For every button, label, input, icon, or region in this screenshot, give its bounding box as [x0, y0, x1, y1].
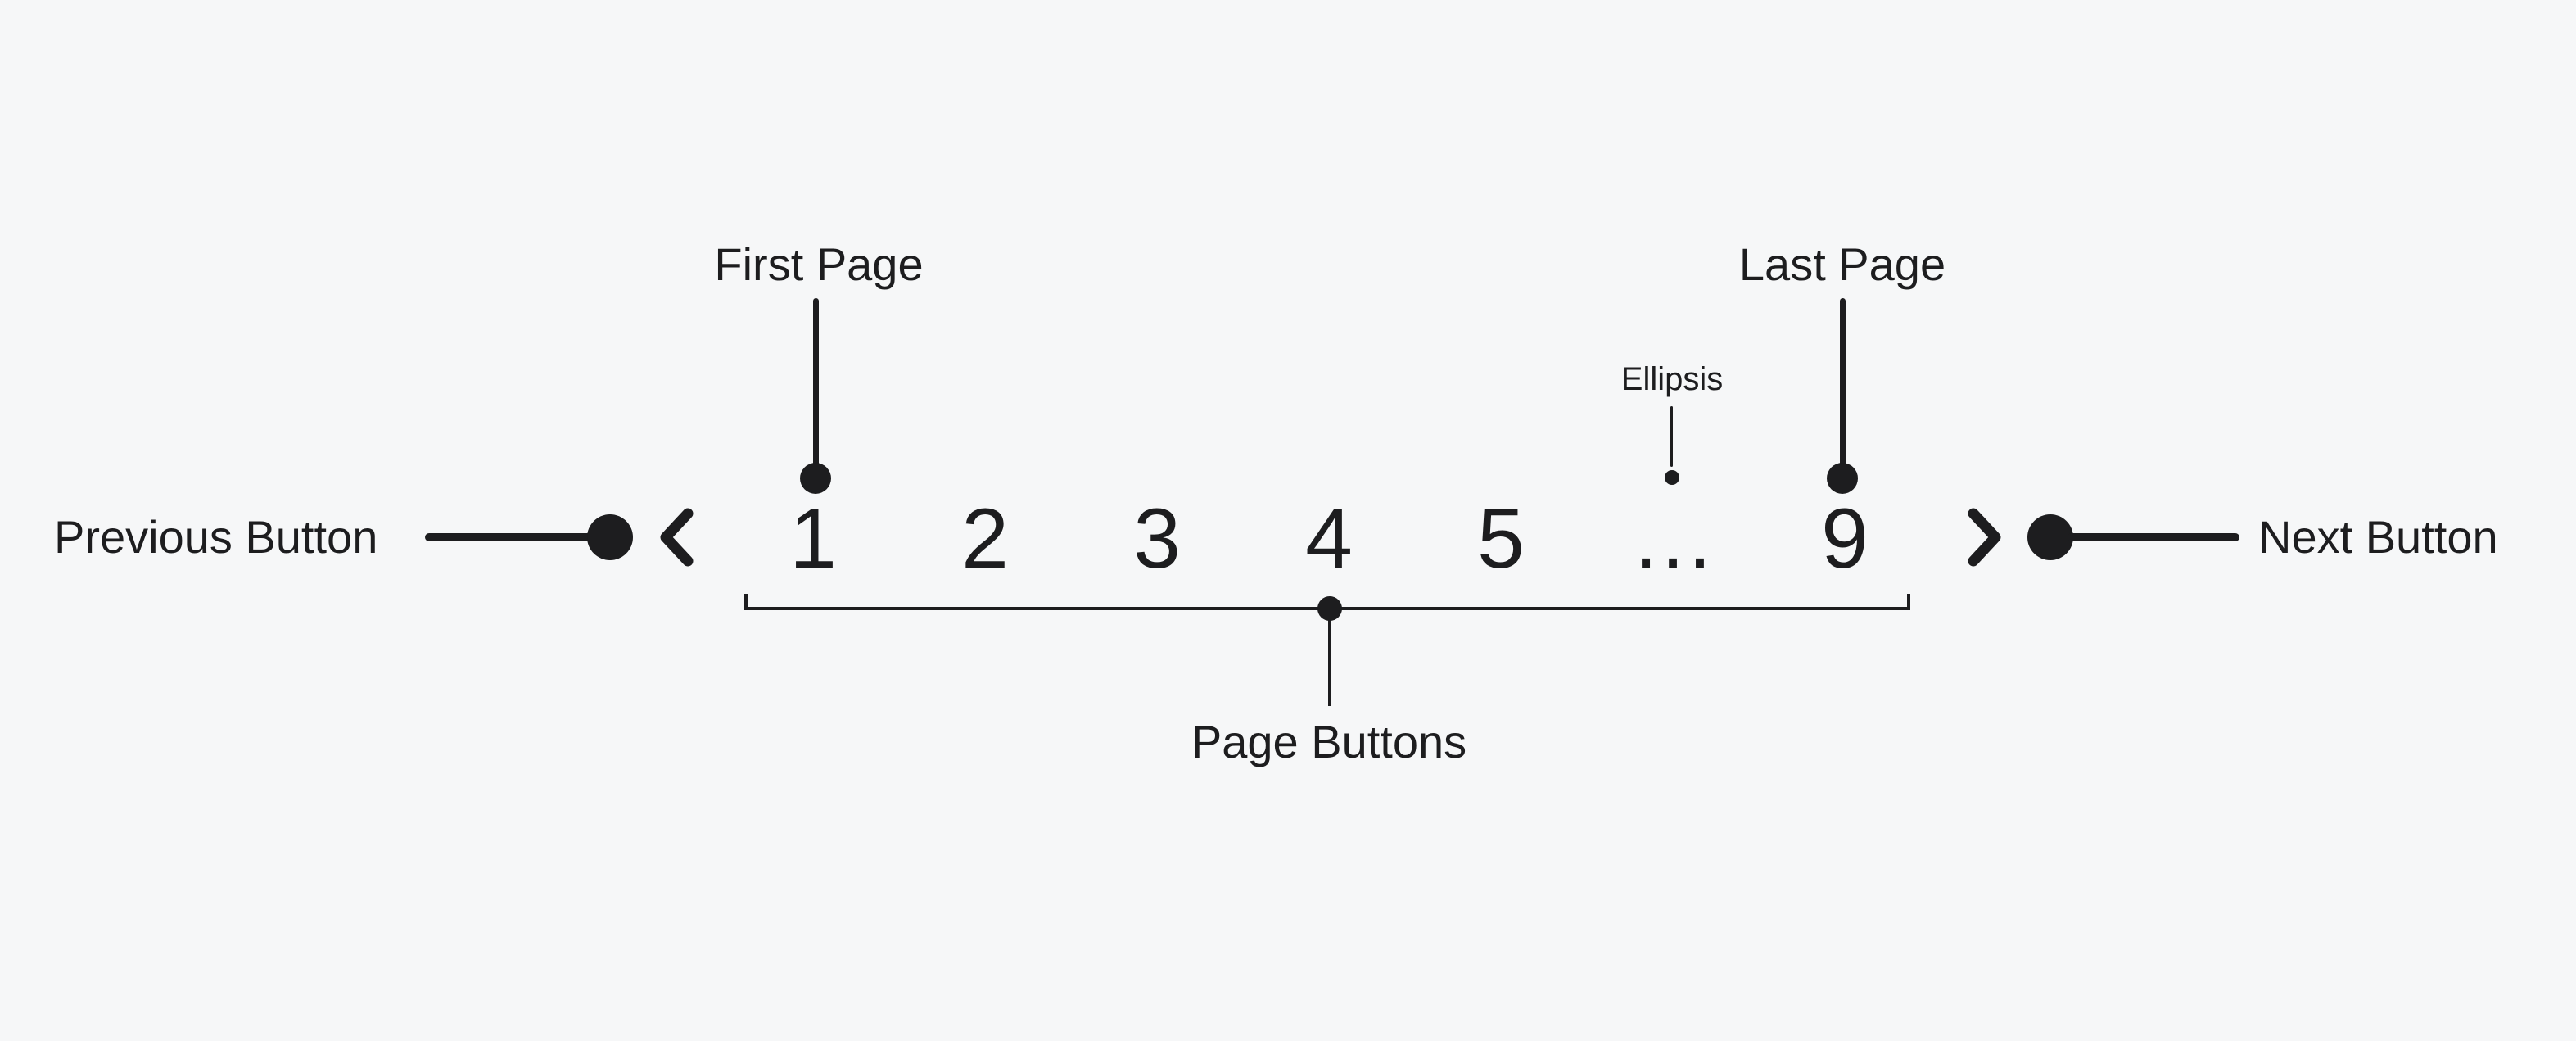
next-leader-dot [2027, 514, 2073, 560]
previous-button-annotation-label: Previous Button [54, 511, 378, 563]
ellipsis-annotation-line [1670, 406, 1673, 467]
previous-leader-dot [587, 514, 633, 560]
previous-button[interactable] [653, 503, 699, 572]
page-button-4[interactable]: 4 [1305, 491, 1353, 586]
next-button-annotation-label: Next Button [2258, 511, 2498, 563]
ellipsis-annotation-dot [1665, 470, 1679, 485]
page-button-5[interactable]: 5 [1477, 491, 1525, 586]
last-page-annotation-dot [1827, 463, 1858, 494]
page-button-9[interactable]: 9 [1821, 491, 1869, 586]
page-buttons-annotation-label: Page Buttons [1191, 716, 1467, 767]
page-buttons-bracket-right-tick [1907, 594, 1910, 610]
next-button[interactable] [1962, 503, 2008, 572]
ellipsis-item: … [1630, 491, 1715, 586]
first-page-annotation-label: First Page [714, 238, 924, 290]
page-button-1[interactable]: 1 [789, 491, 837, 586]
page-buttons-annotation-line [1328, 610, 1331, 706]
last-page-annotation-label: Last Page [1738, 238, 1946, 290]
chevron-left-icon [660, 508, 694, 567]
first-page-annotation-line [813, 298, 819, 466]
chevron-right-icon [1968, 508, 2001, 567]
page-buttons-bracket-left-tick [744, 594, 748, 610]
previous-leader-line [425, 533, 601, 541]
ellipsis-annotation-label: Ellipsis [1620, 361, 1724, 397]
next-leader-line [2068, 533, 2239, 541]
page-button-2[interactable]: 2 [961, 491, 1009, 586]
page-button-3[interactable]: 3 [1133, 491, 1181, 586]
first-page-annotation-dot [800, 463, 831, 494]
last-page-annotation-line [1840, 298, 1846, 466]
